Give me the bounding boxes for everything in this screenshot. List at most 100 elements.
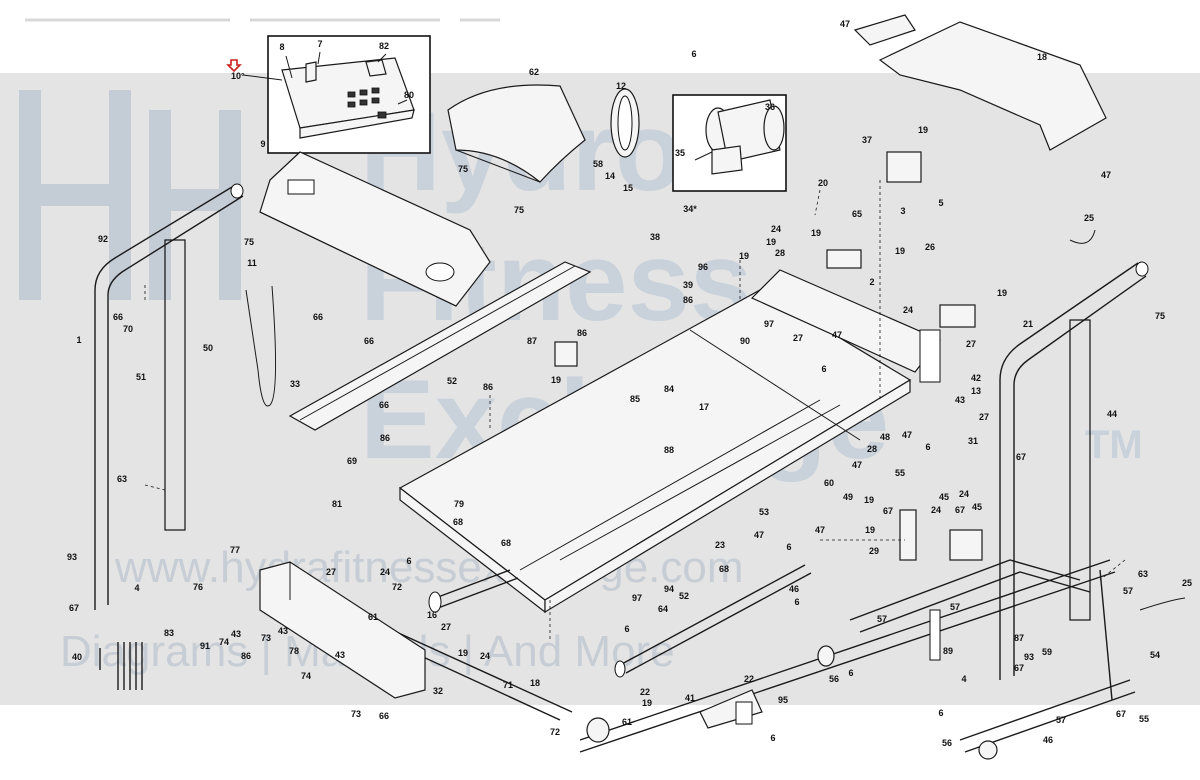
part-label-13: 66 [313,312,323,322]
incline-motor [699,689,763,729]
part-label-51: 24 [903,305,913,315]
part-label-131: 27 [441,622,451,632]
part-label-55: 90 [740,336,750,346]
part-label-144: 19 [458,648,468,658]
part-label-1: 7 [317,39,322,49]
part-label-164: 6 [770,733,775,743]
part-label-112: 63 [1138,569,1148,579]
part-label-169: 56 [942,738,952,748]
part-label-155: 22 [744,674,754,684]
part-label-76: 69 [347,456,357,466]
wire-harness [245,285,277,407]
part-label-153: 32 [433,686,443,696]
part-label-27: 47 [840,19,850,29]
part-label-123: 57 [1123,586,1133,596]
part-label-128: 43 [278,626,288,636]
part-label-33: 5 [938,198,943,208]
part-label-34: 65 [852,209,862,219]
part-label-24: 15 [623,183,633,193]
part-label-163: 72 [550,727,560,737]
part-label-160: 73 [351,709,361,719]
bracket-87 [554,341,578,367]
part-label-47: 19 [895,246,905,256]
cables [1069,229,1186,611]
part-label-25: 34* [683,204,697,214]
part-label-133: 57 [877,614,887,624]
part-label-115: 67 [69,603,79,613]
part-label-23: 14 [605,171,615,181]
part-label-11: 51 [136,372,146,382]
part-label-82: 6 [925,442,930,452]
part-label-26: 20 [818,178,828,188]
part-label-9: 70 [123,324,133,334]
part-label-116: 72 [392,582,402,592]
part-label-91: 79 [454,499,464,509]
part-label-58: 52 [447,376,457,386]
part-label-150: 74 [301,671,311,681]
part-label-14: 66 [364,336,374,346]
part-label-8: 66 [113,312,123,322]
part-label-87: 45 [939,492,949,502]
console-angle-note: 10° [231,71,245,81]
part-label-95: 47 [815,525,825,535]
part-label-103: 6 [786,542,791,552]
motor-hood [447,84,586,183]
part-label-149: 67 [1014,663,1024,673]
part-label-152: 18 [530,678,540,688]
part-label-75: 86 [380,433,390,443]
part-label-79: 28 [867,444,877,454]
left-upright [94,183,244,610]
part-label-167: 67 [1116,709,1126,719]
part-label-81: 55 [895,468,905,478]
part-label-117: 94 [664,584,674,594]
part-label-50: 21 [1023,319,1033,329]
part-label-122: 57 [950,602,960,612]
part-label-62: 86 [577,328,587,338]
part-label-54: 47 [832,330,842,340]
motor-tray [750,269,941,383]
part-label-29: 47 [1101,170,1111,180]
part-label-59: 66 [379,400,389,410]
part-label-22: 58 [593,159,603,169]
part-label-92: 68 [453,517,463,527]
part-label-74: 44 [1107,409,1117,419]
left-foot [259,561,426,699]
part-label-96: 23 [715,540,725,550]
part-label-168: 55 [1139,714,1149,724]
part-label-83: 60 [824,478,834,488]
part-label-120: 46 [789,584,799,594]
motor-controller [939,304,976,328]
part-label-111: 29 [869,546,879,556]
upright-bracket [899,509,917,561]
part-label-132: 64 [658,604,668,614]
part-label-137: 59 [1042,647,1052,657]
part-label-146: 6 [624,624,629,634]
part-label-39: 96 [698,262,708,272]
part-label-161: 66 [379,711,389,721]
part-label-134: 89 [943,646,953,656]
part-label-106: 76 [193,582,203,592]
part-label-98: 19 [865,525,875,535]
wheel-left [586,717,610,743]
part-label-17: 75 [514,205,524,215]
part-label-127: 73 [261,633,271,643]
part-label-36: 25 [1084,213,1094,223]
part-label-37: 75 [1155,311,1165,321]
part-label-78: 48 [880,432,890,442]
part-label-32: 3 [900,206,905,216]
part-label-125: 43 [231,629,241,639]
part-label-20: 36 [765,102,775,112]
part-label-143: 43 [335,650,345,660]
part-label-142: 78 [289,646,299,656]
part-label-52: 97 [764,319,774,329]
part-label-86: 67 [883,506,893,516]
part-label-170: 46 [1043,735,1053,745]
part-label-97: 47 [754,530,764,540]
wheel-mid [817,645,835,667]
part-label-99: 24 [931,505,941,515]
part-label-56: 27 [966,339,976,349]
part-label-85: 19 [864,495,874,505]
part-label-68: 42 [971,373,981,383]
part-label-121: 6 [794,597,799,607]
